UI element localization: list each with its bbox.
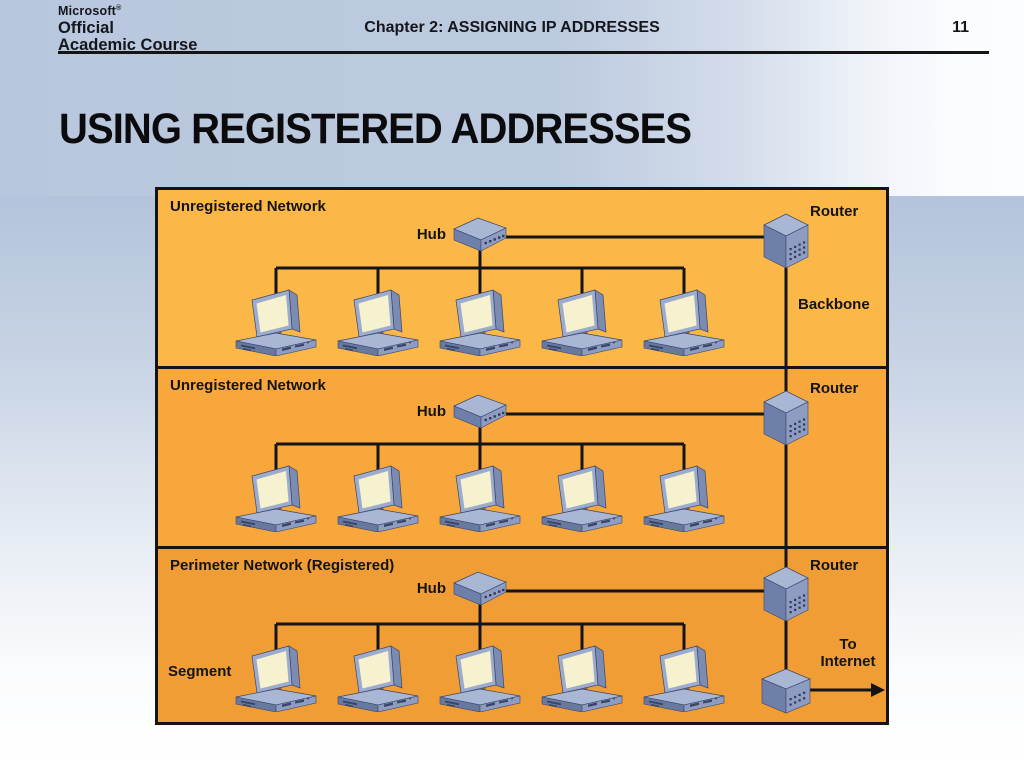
band1-lines [274,235,786,294]
registered-mark: ® [116,5,122,12]
band3-title: Perimeter Network (Registered) [170,557,395,574]
router-icon [762,212,810,270]
band1-title: Unregistered Network [170,198,326,215]
title-band-gradient [0,0,1024,196]
band2-title: Unregistered Network [170,377,326,394]
band3-router-label: Router [810,557,859,574]
page-number: 11 [952,19,969,36]
computer-icon [639,462,729,532]
logo-line-microsoft: Microsoft® [58,4,122,19]
internet-router-icon [760,667,812,715]
to-internet-label: To Internet [800,636,896,670]
to-internet-line2: Internet [820,653,876,670]
router-icon [762,389,810,447]
band3-hub-label: Hub [416,580,446,597]
band2-router-label: Router [810,380,859,397]
computer-icon [333,286,423,356]
to-internet-arrowhead [871,683,885,697]
computer-icon [333,462,423,532]
band1-hub-label: Hub [416,226,446,243]
computer-icon [435,462,525,532]
hub-icon [451,215,509,255]
computer-icon [537,286,627,356]
band3-lines [274,589,786,650]
publisher-logo: Microsoft® Official Academic Course [58,5,197,54]
computer-icon [435,642,525,712]
band2-lines [274,412,786,470]
logo-line-official: Official [58,18,114,37]
computer-icon [231,642,321,712]
router-icon [762,565,810,623]
chapter-header: Chapter 2: ASSIGNING IP ADDRESSES [364,19,660,36]
logo-line-academic-course: Academic Course [58,36,198,55]
computer-icon [333,642,423,712]
hub-icon [451,569,509,609]
computer-icon [639,642,729,712]
band1-router-label: Router [810,203,859,220]
hub-icon [451,392,509,432]
computer-icon [231,286,321,356]
computer-icon [639,286,729,356]
to-internet-line1: To [839,636,857,653]
computer-icon [231,462,321,532]
backbone-label: Backbone [798,296,870,313]
header-divider-line [58,51,989,54]
slide-title: USING REGISTERED ADDRESSES [59,105,692,153]
network-diagram: Unregistered Network Hub Router Backbone… [155,187,889,725]
computer-icon [537,462,627,532]
computer-icon [435,286,525,356]
segment-label: Segment [168,663,232,680]
band2-hub-label: Hub [416,403,446,420]
computer-icon [537,642,627,712]
